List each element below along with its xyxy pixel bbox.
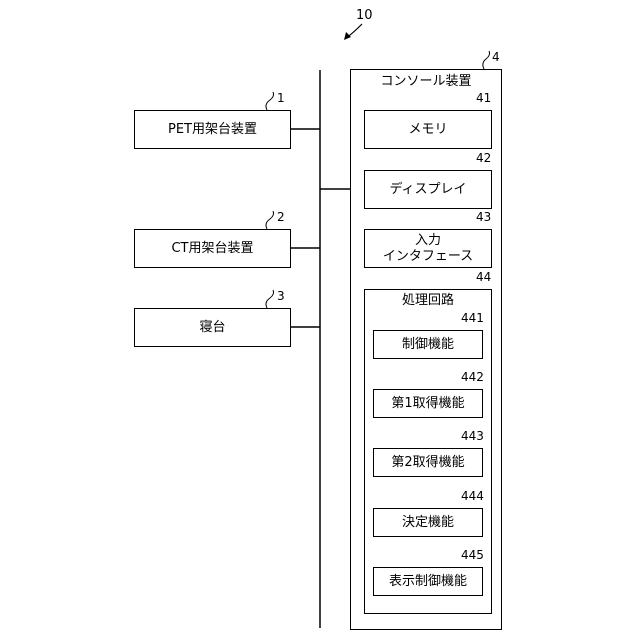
leader-4 bbox=[483, 51, 490, 69]
couch-ref: 3 bbox=[277, 290, 285, 302]
memory-ref: 41 bbox=[476, 92, 491, 104]
display-control-function-ref: 445 bbox=[461, 549, 484, 561]
processing-circuit-title: 処理回路 bbox=[364, 294, 492, 308]
control-function-box: 制御機能 bbox=[373, 330, 483, 359]
input-interface-ref: 43 bbox=[476, 211, 491, 223]
determination-function-ref: 444 bbox=[461, 490, 484, 502]
second-acquisition-function-ref: 443 bbox=[461, 430, 484, 442]
display-control-function-box: 表示制御機能 bbox=[373, 567, 483, 596]
leader-1 bbox=[266, 92, 274, 110]
display-box: ディスプレイ bbox=[364, 170, 492, 209]
control-function-ref: 441 bbox=[461, 312, 484, 324]
system-ref-label: 10 bbox=[356, 10, 373, 22]
second-acquisition-function-box: 第2取得機能 bbox=[373, 448, 483, 477]
pet-gantry-box: PET用架台装置 bbox=[134, 110, 291, 149]
input-interface-box: 入力 インタフェース bbox=[364, 229, 492, 268]
processing-circuit-ref: 44 bbox=[476, 271, 491, 283]
couch-box: 寝台 bbox=[134, 308, 291, 347]
system-ref-arrowhead bbox=[344, 32, 351, 40]
leader-2 bbox=[266, 211, 274, 229]
first-acquisition-function-box: 第1取得機能 bbox=[373, 389, 483, 418]
ct-gantry-box: CT用架台装置 bbox=[134, 229, 291, 268]
pet-gantry-ref: 1 bbox=[277, 92, 285, 104]
console-ref: 4 bbox=[492, 51, 500, 63]
memory-box: メモリ bbox=[364, 110, 492, 149]
determination-function-box: 決定機能 bbox=[373, 508, 483, 537]
display-ref: 42 bbox=[476, 152, 491, 164]
ct-gantry-ref: 2 bbox=[277, 211, 285, 223]
first-acquisition-function-ref: 442 bbox=[461, 371, 484, 383]
console-title: コンソール装置 bbox=[350, 75, 502, 89]
leader-3 bbox=[266, 290, 274, 308]
